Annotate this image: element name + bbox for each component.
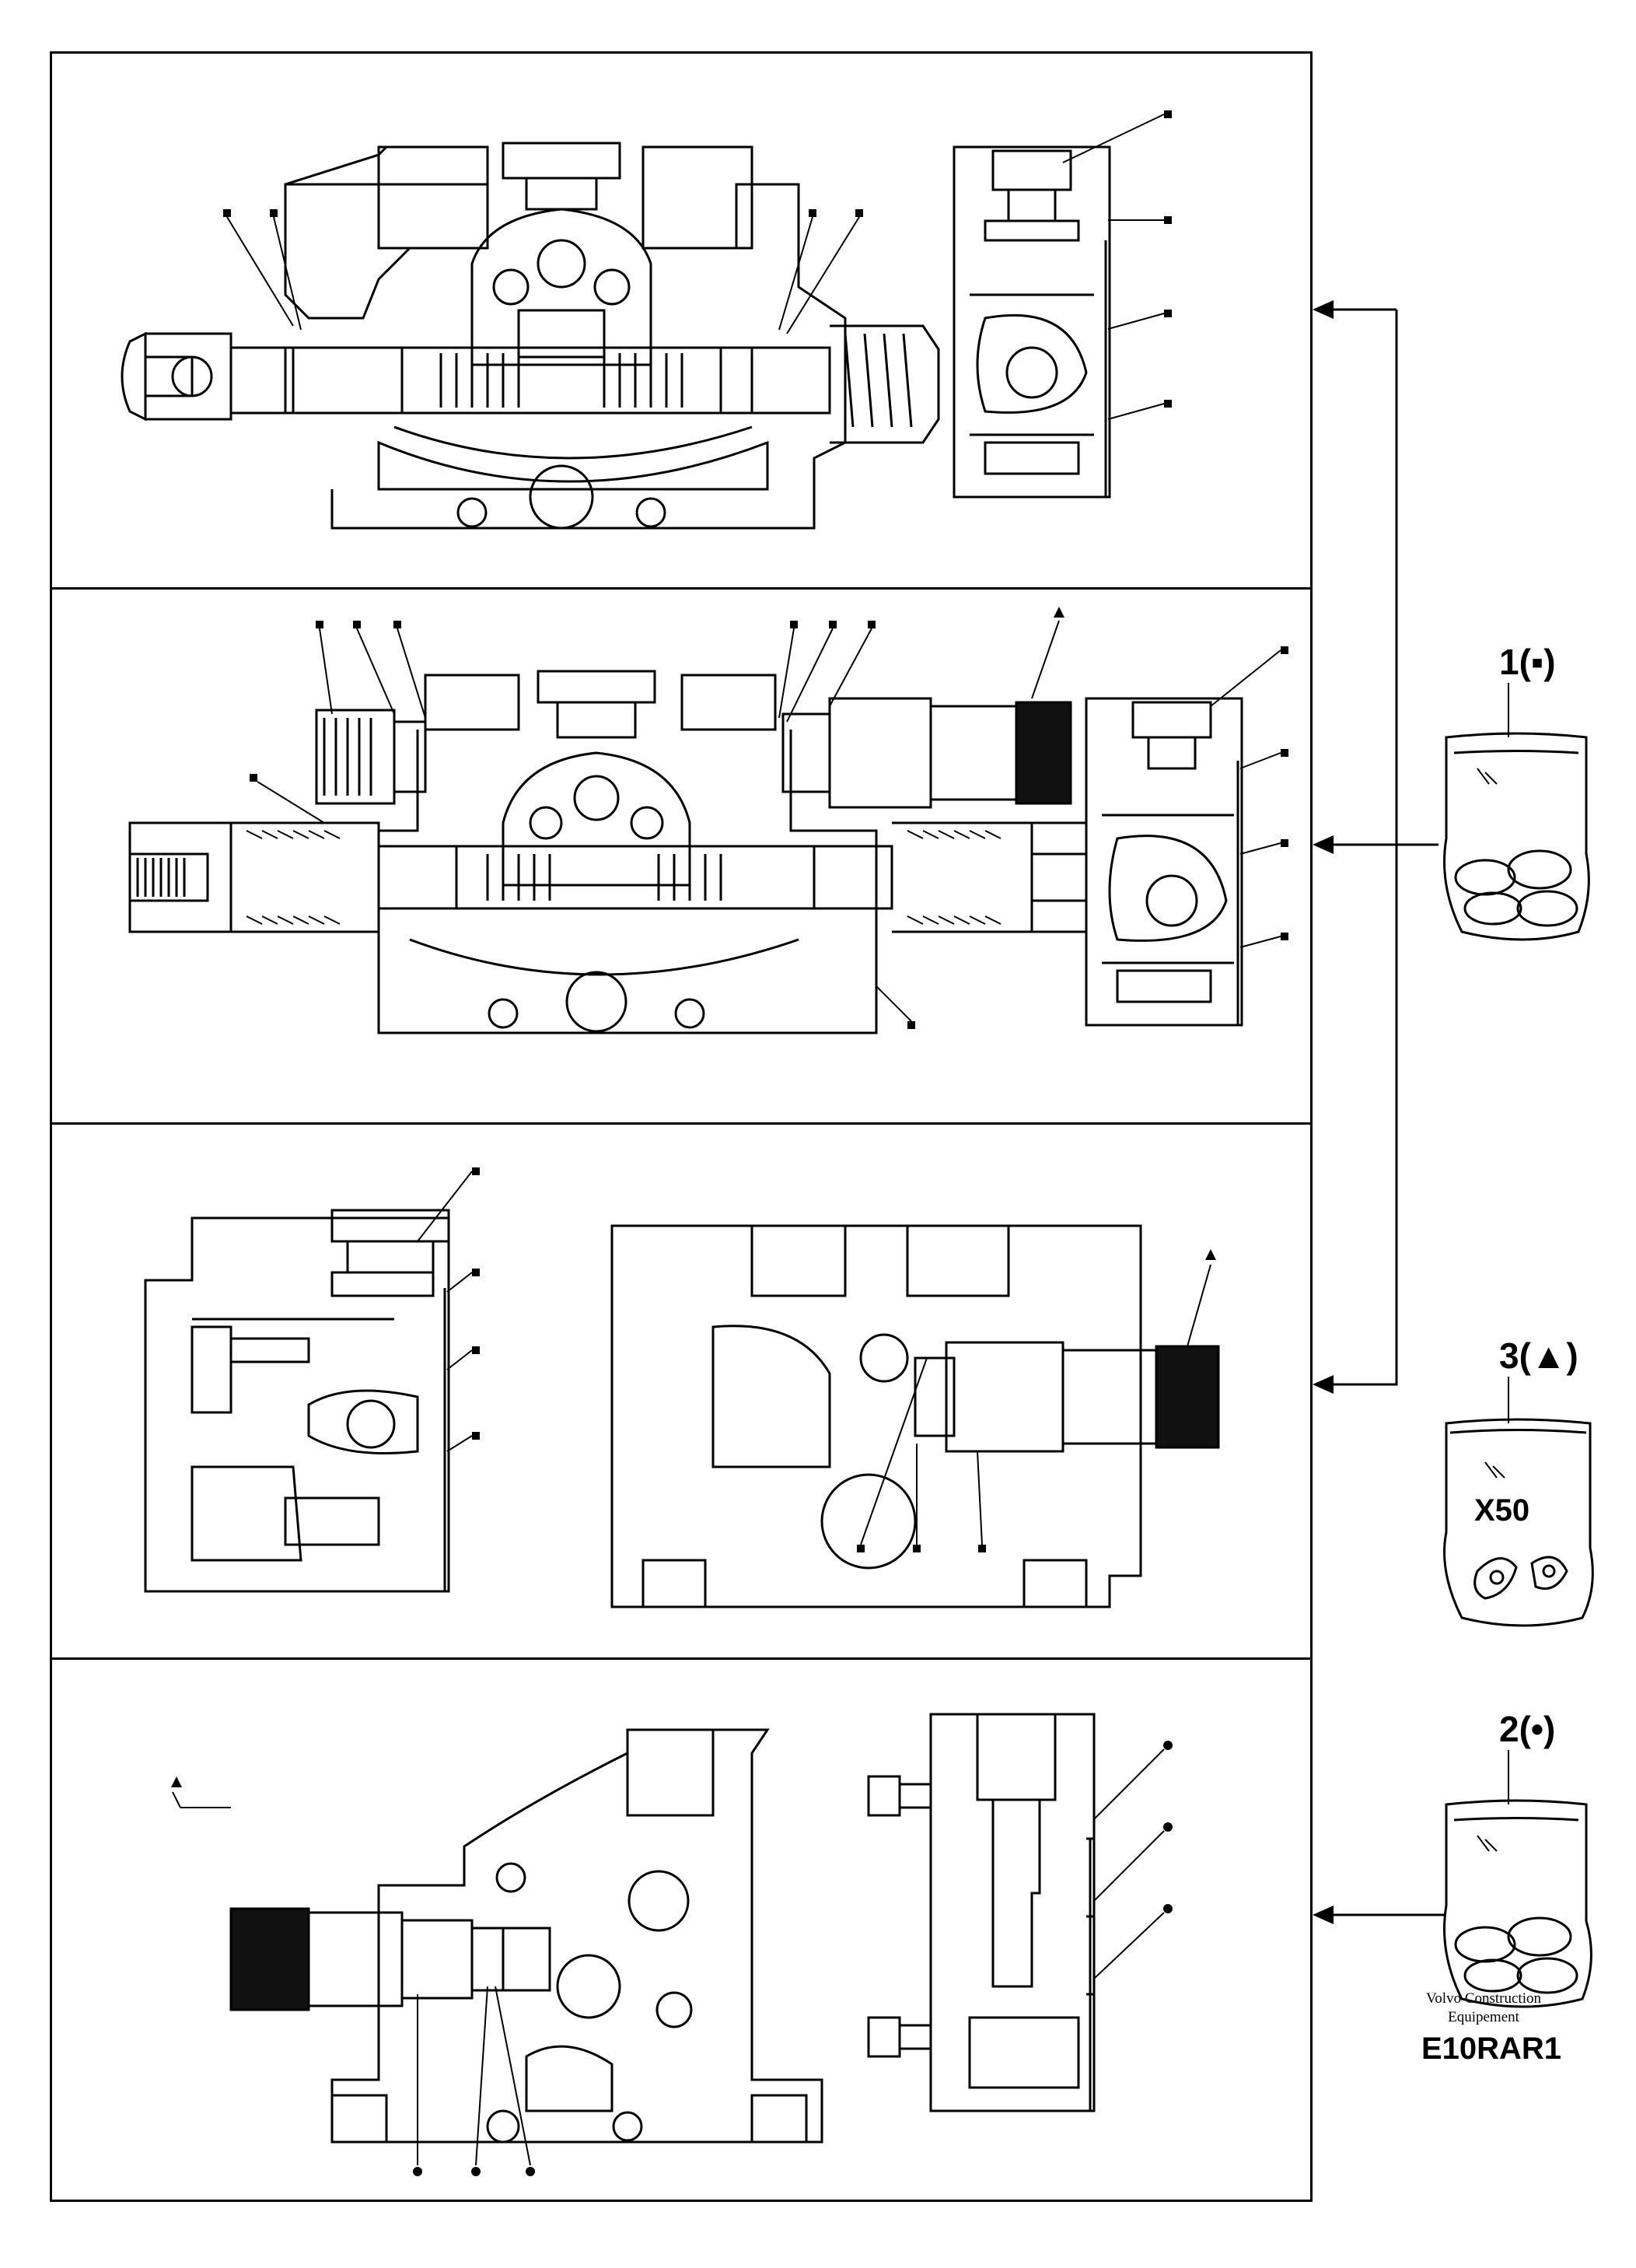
valve-drawing-3: [144, 1167, 1220, 1608]
valve-drawing-4: [171, 1713, 1173, 2176]
bag-of-clips-icon: X50: [1431, 1377, 1617, 1645]
panel-4-valve-section: [50, 1657, 1313, 2202]
kit-3-label: 3(▲): [1499, 1335, 1578, 1376]
bag-of-o-rings-icon: [1431, 1750, 1617, 2034]
panel-3-valve-section: [50, 1122, 1313, 1660]
drawing-code: E10RAR1: [1421, 2032, 1562, 2066]
brand-line-2: Equipement: [1448, 2009, 1519, 2025]
kit-1-label: 1(▪): [1499, 642, 1556, 682]
brand-line-1: Volvo Construction: [1426, 1990, 1541, 2007]
valve-drawing-1: [121, 110, 1172, 530]
brand-caption: Volvo Construction Equipement: [1406, 1990, 1561, 2027]
kit-3-quantity: X50: [1474, 1493, 1530, 1528]
kit-2-label: 2(•): [1499, 1709, 1556, 1749]
valve-drawing-2: [128, 607, 1288, 1034]
bag-of-o-rings-icon: [1431, 683, 1617, 967]
